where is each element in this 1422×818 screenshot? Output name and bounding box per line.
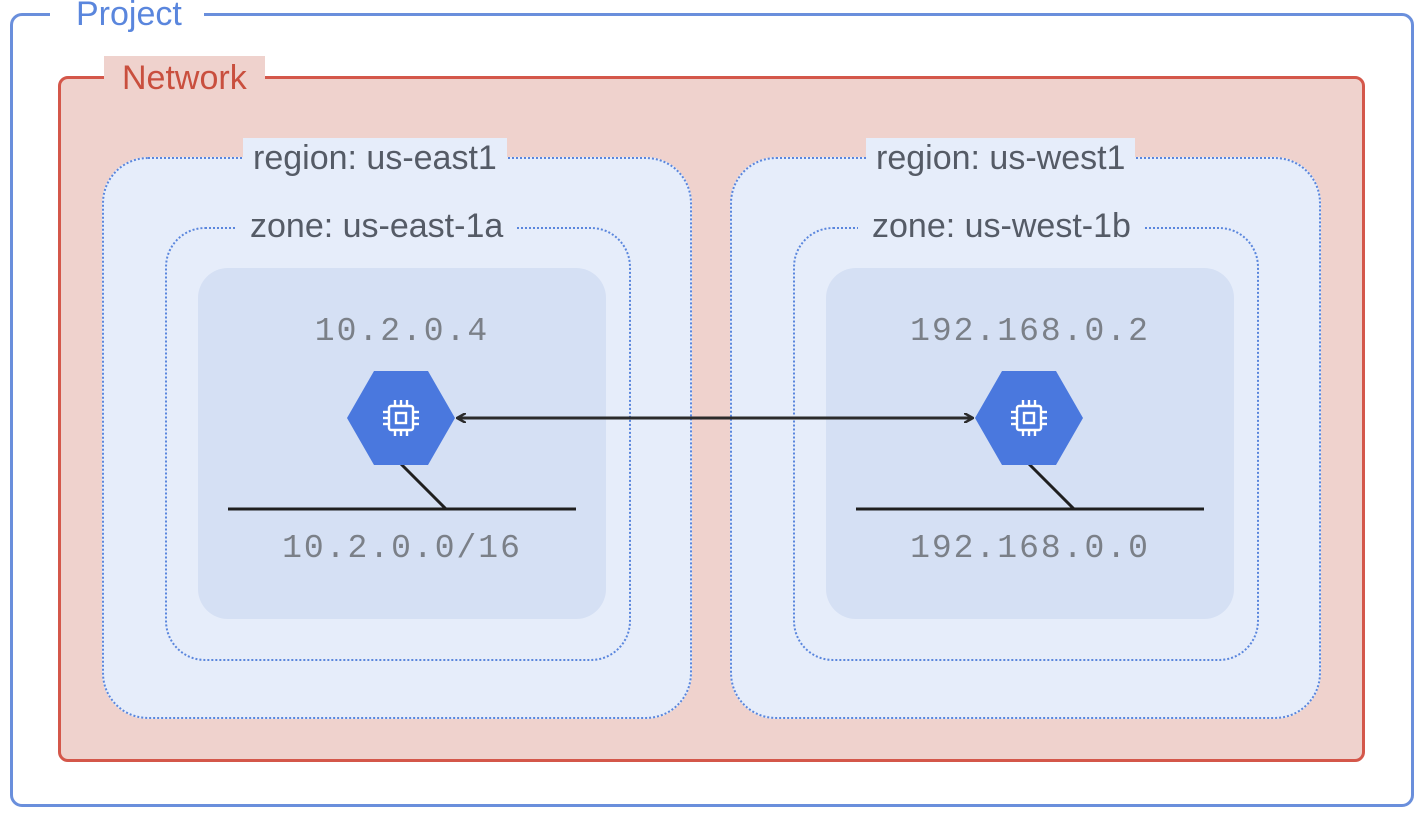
- compute-engine-icon[interactable]: [975, 371, 1083, 465]
- region-us-west1-label: region: us-west1: [866, 138, 1136, 178]
- subnet-range-west: 192.168.0.0: [910, 530, 1150, 567]
- subnet-range-east: 10.2.0.0/16: [282, 530, 522, 567]
- project-label: Project: [50, 0, 204, 36]
- network-label: Network: [104, 56, 265, 100]
- instance-ip-east: 10.2.0.4: [314, 313, 490, 350]
- compute-engine-icon[interactable]: [347, 371, 455, 465]
- instance-ip-west: 192.168.0.2: [910, 313, 1150, 350]
- region-us-east1-label: region: us-east1: [243, 138, 507, 178]
- instance-link-east: [399, 462, 448, 511]
- instance-link-west: [1027, 462, 1076, 511]
- zone-us-east-1a-label: zone: us-east-1a: [236, 206, 518, 246]
- project-boundary: [10, 13, 1414, 807]
- zone-us-west-1b-label: zone: us-west-1b: [858, 206, 1145, 246]
